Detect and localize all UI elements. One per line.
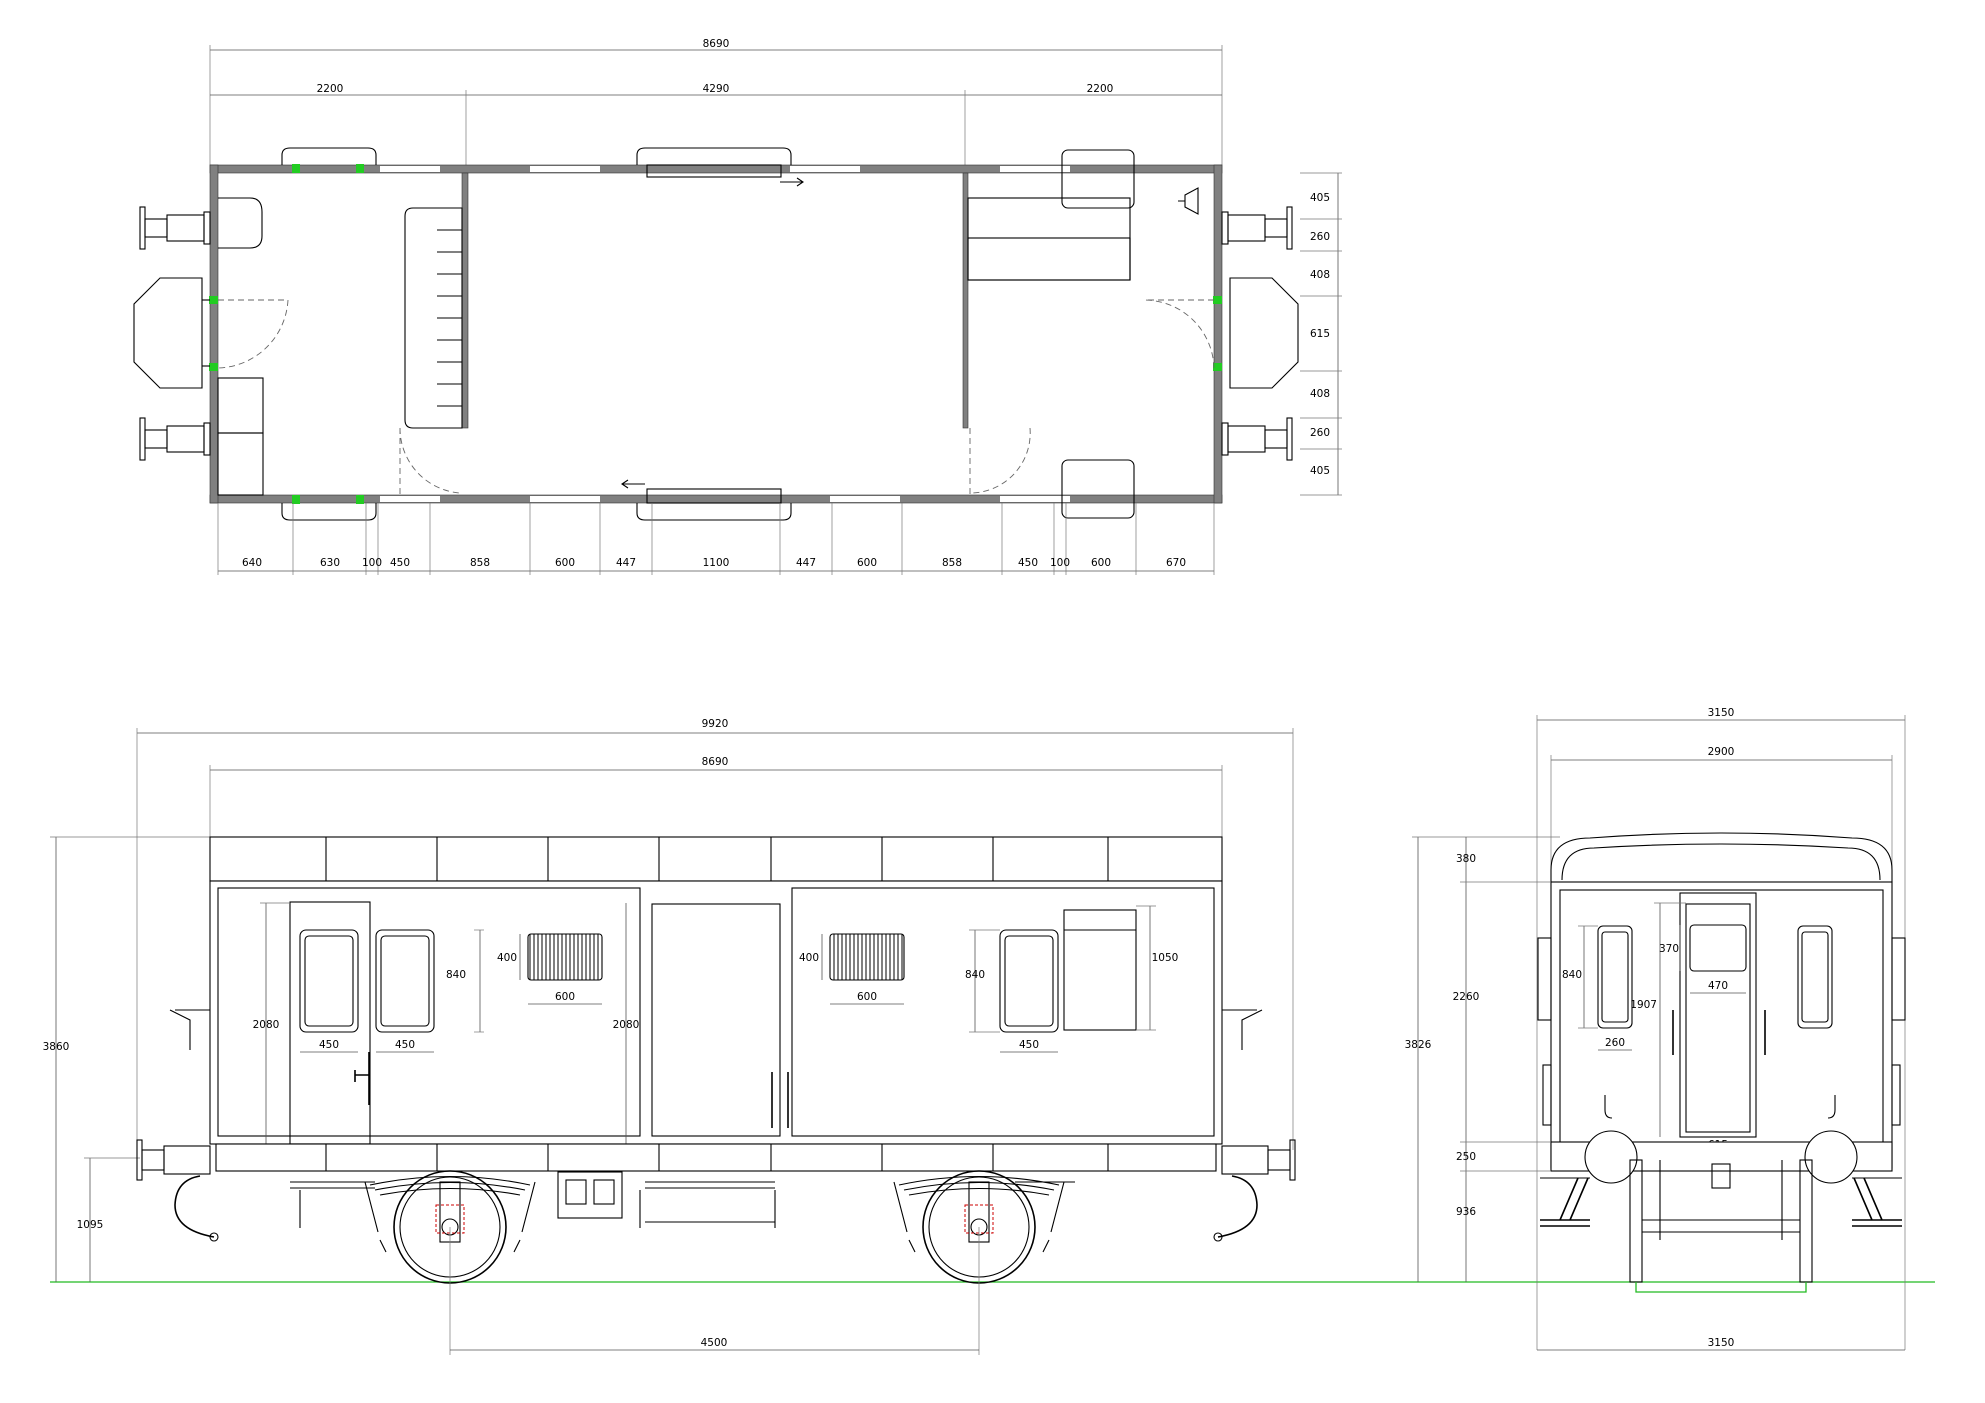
side-elevation: 9920 8690 3860 1095: [43, 718, 1935, 1355]
plan-right-dim-6: 260: [1310, 427, 1330, 439]
end-window-height: 840: [1562, 969, 1582, 981]
plan-seg-dim-1: 2200: [317, 83, 344, 95]
end-height-dim: 3826: [1405, 1039, 1432, 1051]
plan-top-dimensions: 8690 2200 4290 2200: [209, 38, 1223, 170]
side-wheelbase-dim: 4500: [449, 1227, 980, 1355]
plan-bottom-dim-13: 100: [1050, 557, 1070, 569]
end-door-window-width: 470: [1708, 980, 1728, 992]
plan-bottom-dim-3: 100: [362, 557, 382, 569]
plan-bottom-dim-9: 447: [796, 557, 816, 569]
end-body-width: 2900: [1708, 746, 1735, 758]
plan-right-dim-1: 405: [1310, 192, 1330, 204]
side-buffer-height-dim: 1095: [77, 1219, 104, 1231]
plan-left-room: [217, 197, 463, 496]
plan-bottom-dim-2: 630: [320, 557, 340, 569]
plan-bottom-dim-14: 600: [1091, 557, 1111, 569]
plan-steps: [281, 147, 804, 521]
side-window-height-left: 840: [446, 969, 466, 981]
plan-right-dim-5: 408: [1310, 388, 1330, 400]
side-left-dimensions: 3860 1095: [43, 836, 210, 1282]
end-roof-dim: 380: [1456, 853, 1476, 865]
plan-right-dim-3: 408: [1310, 269, 1330, 281]
side-top-dimensions: 9920 8690: [136, 718, 1294, 1150]
end-window-width: 260: [1605, 1037, 1625, 1049]
plan-bottom-dim-15: 670: [1166, 557, 1186, 569]
side-box-height: 1050: [1152, 952, 1179, 964]
vent-right: [829, 933, 905, 981]
plan-bottom-dim-5: 858: [470, 557, 490, 569]
plan-right-dimensions: 405 260 408 615 408 260 405: [1300, 172, 1342, 496]
sliding-door: [651, 903, 781, 1137]
side-window-width-b: 450: [395, 1039, 415, 1051]
plan-bottom-dim-6: 600: [555, 557, 575, 569]
side-underframe: [136, 1009, 1296, 1242]
plan-walls: [209, 164, 1223, 504]
plan-seg-dim-2: 4290: [703, 83, 730, 95]
side-vent-width-right: 600: [857, 991, 877, 1003]
side-vent-width-left: 600: [555, 991, 575, 1003]
plan-seg-dim-3: 2200: [1087, 83, 1114, 95]
side-vent-height-left: 400: [497, 952, 517, 964]
end-body-dimensions: 840 260 1907 370 470 615: [1562, 902, 1756, 1153]
side-vent-height-right: 400: [799, 952, 819, 964]
end-door: [1679, 892, 1757, 1138]
end-below-dim: 936: [1456, 1206, 1476, 1218]
plan-overall-dim: 8690: [703, 38, 730, 50]
plan-right-dim-4: 615: [1310, 328, 1330, 340]
plan-right-buffers: [1221, 206, 1299, 461]
side-door-height-mid: 2080: [613, 1019, 640, 1031]
plan-bottom-dim-4: 450: [390, 557, 410, 569]
end-elevation: 3150 2900 3826 380 2260 250 936: [1405, 707, 1906, 1351]
side-body: [209, 880, 1223, 1145]
end-body: [1537, 832, 1906, 1169]
end-underframe: 3150: [1537, 1130, 1905, 1351]
end-base-width: 3150: [1708, 1337, 1735, 1349]
end-overall-width: 3150: [1708, 707, 1735, 719]
end-left-dimensions: 3826 380 2260 250 936: [1405, 836, 1560, 1282]
side-door-height-left: 2080: [253, 1019, 280, 1031]
side-body-dimensions: 2080 2080 840 840 450 450 450 400 400 60…: [253, 902, 1179, 1144]
side-body-dim: 8690: [702, 756, 729, 768]
side-height-dim: 3860: [43, 1041, 70, 1053]
end-body-dim: 2260: [1453, 991, 1480, 1003]
plan-right-room: [967, 149, 1215, 519]
wheelbase-dim: 4500: [701, 1337, 728, 1349]
plan-bottom-dim-11: 858: [942, 557, 962, 569]
plan-left-buffers: [133, 206, 211, 461]
side-overall-dim: 9920: [702, 718, 729, 730]
plan-view: 8690 2200 4290 2200: [133, 38, 1342, 575]
side-roof: [209, 836, 1223, 882]
plan-right-dim-2: 260: [1310, 231, 1330, 243]
plan-bottom-dim-8: 1100: [703, 557, 730, 569]
end-top-dimensions: 3150 2900: [1536, 707, 1906, 1350]
side-window-height-right: 840: [965, 969, 985, 981]
end-frame-dim: 250: [1456, 1151, 1476, 1163]
plan-bottom-dim-12: 450: [1018, 557, 1038, 569]
end-door-window-height: 370: [1659, 943, 1679, 955]
plan-bottom-dim-1: 640: [242, 557, 262, 569]
side-box: [1063, 909, 1137, 1031]
plan-bottom-dim-10: 600: [857, 557, 877, 569]
vent-left: [527, 933, 603, 981]
plan-bottom-dimensions: 640 630 100 450 858 600 447 1100 447 600…: [217, 503, 1215, 575]
plan-right-dim-7: 405: [1310, 465, 1330, 477]
plan-bottom-dim-7: 447: [616, 557, 636, 569]
side-window-width-a: 450: [319, 1039, 339, 1051]
end-door-height: 1907: [1630, 999, 1657, 1011]
side-window-width-c: 450: [1019, 1039, 1039, 1051]
